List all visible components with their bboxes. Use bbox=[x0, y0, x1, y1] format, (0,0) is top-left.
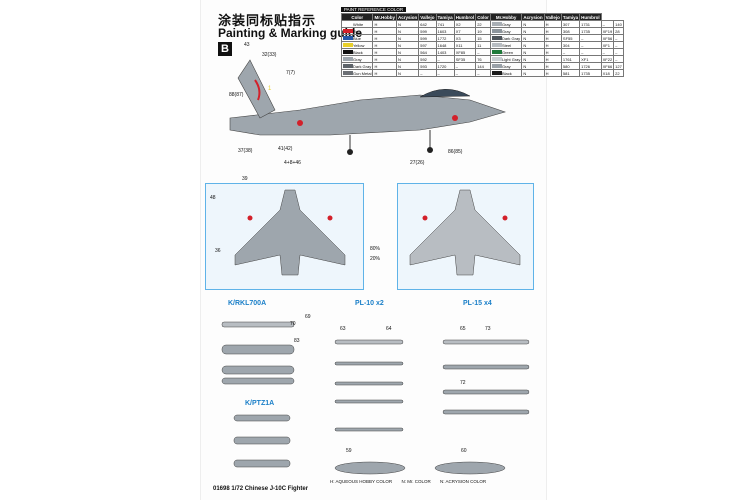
color-swatch bbox=[343, 56, 353, 61]
callout: 41(42) bbox=[278, 146, 293, 152]
callout: 43 bbox=[244, 42, 250, 48]
color-swatch bbox=[491, 70, 502, 75]
callout: 48 bbox=[210, 195, 216, 201]
section-krkl700a: K/RKL700A bbox=[228, 300, 267, 307]
side-view-aircraft: 1 bbox=[229, 59, 507, 155]
legend-mrhobby: H: AQUEOUS HOBBY COLOR bbox=[330, 479, 393, 484]
callout: 70 bbox=[290, 321, 296, 327]
table-cell: 581 bbox=[560, 69, 581, 77]
color-name: Steel bbox=[501, 42, 512, 48]
color-name: Black bbox=[501, 70, 512, 76]
section-kptz1a: K/PTZ1A bbox=[245, 400, 275, 407]
color-swatch bbox=[491, 63, 502, 68]
callout: 65 bbox=[460, 326, 466, 332]
section-pl10: PL-10 x2 bbox=[355, 300, 384, 307]
color-name: Gun Metal bbox=[353, 70, 372, 76]
paint-reference-caption: PAINT REFERENCE COLOR bbox=[341, 7, 407, 12]
color-swatch bbox=[491, 21, 502, 26]
color-legend: H: AQUEOUS HOBBY COLOR N: Mr. COLOR N: A… bbox=[330, 479, 494, 484]
table-cell: Black bbox=[489, 69, 523, 77]
callout: 63 bbox=[340, 326, 346, 332]
color-swatch bbox=[343, 35, 353, 40]
color-name: Gray bbox=[353, 56, 362, 62]
bottom-view-aircraft bbox=[409, 189, 521, 276]
callout: 86(85) bbox=[448, 149, 463, 155]
color-swatch bbox=[343, 63, 353, 68]
color-name: Red bbox=[353, 28, 361, 34]
step-badge: B bbox=[218, 42, 232, 56]
title-english: Painting & Marking guide bbox=[218, 26, 363, 40]
paint-reference-table: Color Mr.Hobby Acrysion Vallejo Tamiya H… bbox=[340, 13, 624, 77]
color-name: Gray bbox=[501, 63, 511, 69]
pod-stores bbox=[221, 321, 295, 468]
color-swatch bbox=[343, 28, 353, 33]
title-chinese: 涂装同标贴指示 bbox=[218, 13, 317, 28]
legend-mrcolor: N: Mr. COLOR bbox=[401, 479, 431, 484]
color-name: Gray bbox=[501, 21, 511, 27]
callout: 72 bbox=[460, 380, 466, 386]
color-swatch bbox=[343, 42, 353, 47]
color-name: Dark Gray bbox=[353, 63, 372, 69]
callout: 27(26) bbox=[410, 160, 425, 166]
top-view-aircraft bbox=[234, 189, 346, 276]
table-cell: 1735 bbox=[579, 69, 602, 77]
footer-product-id: 01698 1/72 Chinese J-10C Fighter bbox=[213, 486, 309, 492]
color-swatch bbox=[343, 21, 353, 26]
callout: 32(33) bbox=[262, 52, 277, 58]
callout: 73 bbox=[485, 326, 491, 332]
section-pl15: PL-15 x4 bbox=[463, 300, 492, 307]
color-name: Black bbox=[353, 49, 363, 55]
callout: 4+8+46 bbox=[284, 160, 301, 166]
callout: 69 bbox=[305, 314, 311, 320]
table-cell: Gun Metal bbox=[340, 69, 374, 77]
callout: 37(38) bbox=[238, 148, 253, 154]
callout: 83 bbox=[294, 338, 300, 344]
pl15-missiles bbox=[442, 339, 530, 415]
color-name: Yellow bbox=[353, 42, 365, 48]
color-swatch bbox=[491, 56, 502, 61]
color-name: Light Gray bbox=[501, 56, 521, 62]
callout: 7(7) bbox=[286, 70, 295, 76]
color-swatch bbox=[491, 35, 502, 40]
color-name: Dark Gray bbox=[501, 35, 521, 41]
callout: 64 bbox=[386, 326, 392, 332]
color-swatch bbox=[343, 49, 353, 54]
svg-text:1: 1 bbox=[268, 86, 272, 92]
color-name: Green bbox=[501, 49, 514, 55]
drop-tanks bbox=[334, 461, 506, 475]
callout: 80% bbox=[370, 246, 381, 252]
table-header-row: Color Mr.Hobby Acrysion Vallejo Tamiya H… bbox=[340, 13, 624, 21]
color-name: White bbox=[353, 21, 364, 27]
color-swatch bbox=[491, 42, 502, 47]
legend-acrysion: N: ACRYSION COLOR bbox=[439, 479, 487, 484]
color-swatch bbox=[491, 28, 502, 33]
color-swatch bbox=[491, 49, 502, 54]
table-cell: – bbox=[418, 69, 437, 77]
pl10-missiles bbox=[334, 339, 404, 432]
callout: 39 bbox=[242, 176, 248, 182]
table-cell: 22 bbox=[613, 69, 624, 77]
callout: 36 bbox=[215, 248, 221, 254]
callout: 88(87) bbox=[229, 92, 244, 98]
callout: 60 bbox=[461, 448, 467, 454]
color-name: Blue bbox=[353, 35, 362, 41]
table-cell: – bbox=[435, 69, 455, 77]
table-cell: H bbox=[543, 69, 562, 77]
color-swatch bbox=[343, 70, 353, 75]
callout: 20% bbox=[370, 256, 381, 262]
callout: 59 bbox=[346, 448, 352, 454]
color-name: Gray bbox=[501, 28, 511, 34]
